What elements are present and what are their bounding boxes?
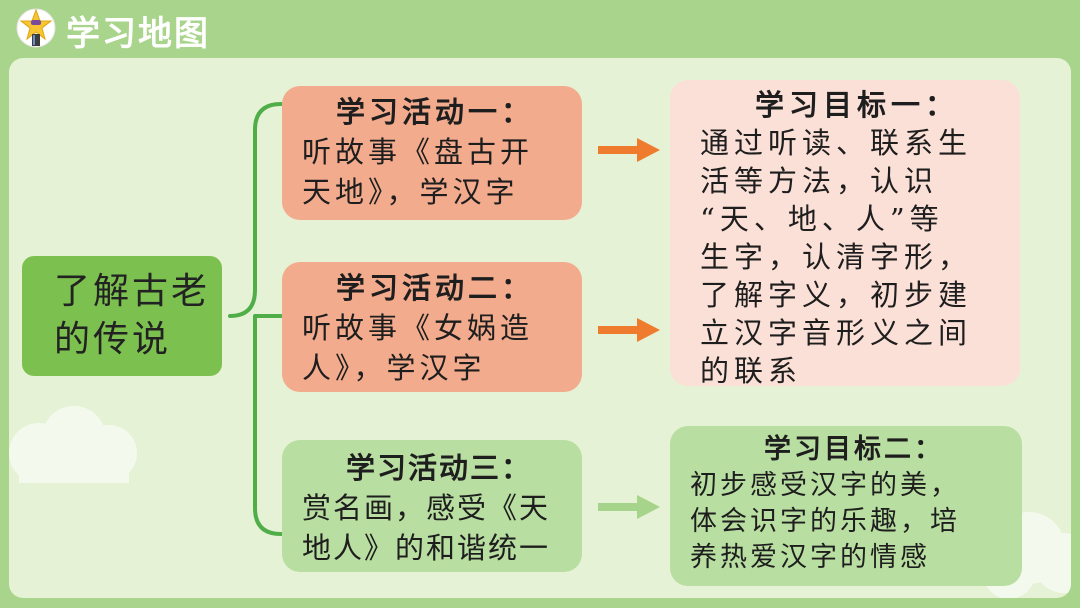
- goal-text: 了解字义，初步建: [700, 278, 973, 312]
- goal-text: 体会识字的乐趣，培: [690, 506, 960, 537]
- activity-heading: 学习活动一：: [335, 95, 534, 129]
- root-topic-box: 了解古老 的传说: [22, 256, 222, 376]
- page-title: 学习地图: [66, 14, 210, 54]
- star-mascot-icon: [16, 8, 56, 48]
- activity-text: 赏名画，感受《天: [302, 491, 551, 525]
- goal-text: 活等方法，认识: [700, 164, 939, 198]
- goal-text: 养热爱汉字的情感: [690, 542, 930, 573]
- root-topic-line: 了解古老: [54, 271, 211, 312]
- activity-text: 听故事《盘古开: [302, 135, 534, 169]
- goal-box-1: 学习目标一： 通过听读、联系生 活等方法，认识 “天、地、人”等 生字，认清字形…: [670, 80, 1020, 388]
- cloud-decoration: [9, 406, 137, 483]
- activity-box-3: 学习活动三： 赏名画，感受《天 地人》的和谐统一: [282, 440, 582, 572]
- goal-text: 的联系: [700, 354, 803, 388]
- goal-heading: 学习目标一：: [754, 88, 959, 122]
- header-bar: 学习地图: [0, 0, 1080, 56]
- activity-heading: 学习活动二：: [335, 271, 534, 305]
- activity-heading: 学习活动三：: [345, 451, 532, 485]
- goal-text: 生字，认清字形，: [700, 240, 973, 274]
- arrow-right-icon: [598, 495, 660, 519]
- bracket-connector: [228, 102, 283, 536]
- goal-text: 初步感受汉字的美，: [690, 470, 960, 501]
- arrow-right-icon: [598, 318, 660, 342]
- goal-text: “天、地、人”等: [700, 202, 944, 236]
- activity-text: 天地》，学汉字: [302, 175, 519, 209]
- activity-text: 地人》的和谐统一: [302, 531, 551, 565]
- activity-box-1: 学习活动一： 听故事《盘古开 天地》，学汉字: [282, 86, 582, 220]
- activity-box-2: 学习活动二： 听故事《女娲造 人》，学汉字: [282, 262, 582, 392]
- goal-heading: 学习目标二：: [764, 434, 944, 465]
- goal-box-2: 学习目标二： 初步感受汉字的美， 体会识字的乐趣，培 养热爱汉字的情感: [670, 426, 1022, 586]
- goal-text: 立汉字音形义之间: [700, 316, 973, 350]
- activity-text: 人》，学汉字: [302, 351, 486, 385]
- root-topic-line: 的传说: [54, 319, 172, 360]
- goal-text: 通过听读、联系生: [700, 126, 973, 160]
- activity-text: 听故事《女娲造: [302, 311, 534, 345]
- arrow-right-icon: [598, 138, 660, 162]
